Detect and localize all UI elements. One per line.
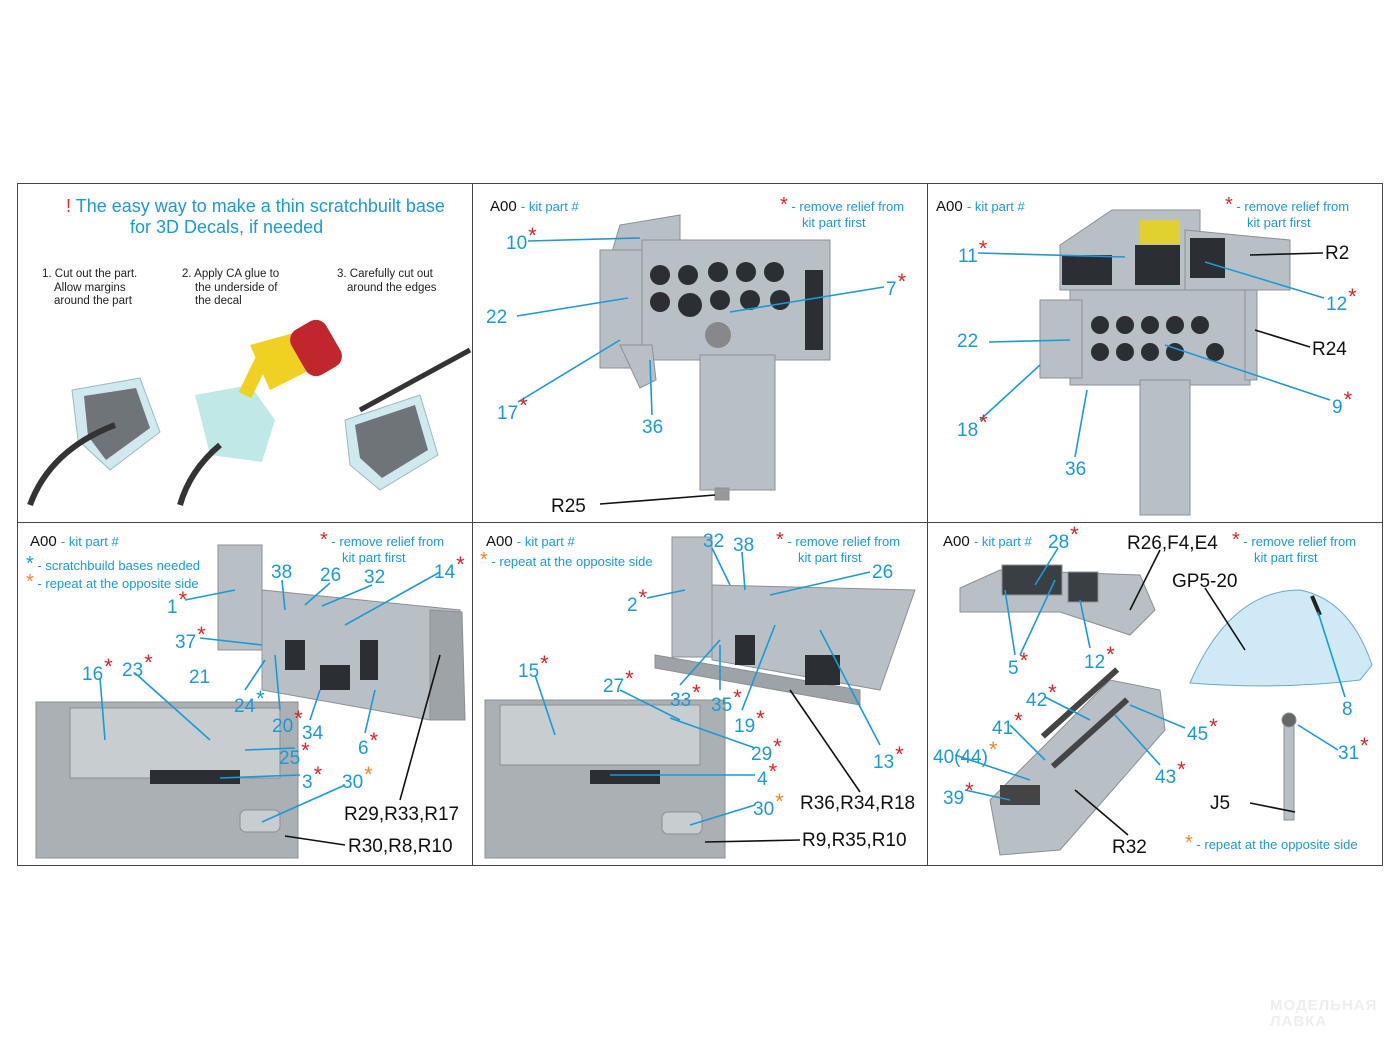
callout-23: 23 [122,658,153,680]
callout-R36-R34-R18: R36,R34,R18 [800,793,916,814]
repeat-legend: * - repeat at the opposite side [1185,832,1358,854]
callout-7: 7 [886,277,906,299]
callout-R26-F4-E4: R26,F4,E4 [1127,533,1218,554]
callout-9: 9 [1332,395,1352,417]
callout-35: 35 [711,693,742,715]
callout-33: 33 [670,688,701,710]
kit-part-legend: A00 - kit part # [936,198,1025,215]
callout-16: 16 [82,662,113,684]
callout-R9-R35-R10: R9,R35,R10 [802,830,907,851]
callout-19: 19 [734,714,765,736]
gunsight-glass [1189,589,1373,687]
callout-11: 11 [958,244,987,266]
step2-illustration [177,319,342,506]
callout-1: 1 [167,595,187,617]
callout-38: 38 [733,535,755,556]
callout-21: 21 [189,667,211,688]
callout-17: 17 [497,401,528,423]
divider [927,183,928,866]
callout-31: 31 [1338,741,1369,763]
callout-36: 36 [1065,459,1087,480]
callout-38: 38 [271,562,293,583]
callout-6: 6 [358,736,378,758]
callout-22: 22 [957,331,979,352]
callout-14: 14 [434,560,465,582]
callout-3: 3 [302,770,322,792]
kit-part-legend: A00 - kit part # [490,198,579,215]
leader-lines-blue [99,237,1346,826]
callout-37: 37 [175,630,206,652]
callout-13: 13 [873,750,904,772]
callout-12: 12 [1326,292,1357,314]
callout-24: 24 [234,694,265,716]
kit-part-legend: A00 - kit part # [486,533,575,550]
control-stick [1281,712,1297,821]
callout-30: 30 [342,770,373,792]
callout-29: 29 [751,742,782,764]
callout-27: 27 [603,674,634,696]
repeat-legend: * - repeat at the opposite side [26,571,199,593]
callout-5: 5 [1008,656,1028,678]
callout-42: 42 [1026,688,1057,710]
leader-lines-black [284,252,1324,846]
callout-R29-R33-R17: R29,R33,R17 [344,804,460,825]
scratchbuild-legend: * - scratchbuild bases needed [26,553,201,575]
callout-18: 18 [957,418,988,440]
callout-J5: J5 [1210,793,1231,814]
callout-39: 39 [943,786,974,808]
callout-R25: R25 [551,496,586,517]
callout-40-44: 40(44) [933,745,997,767]
scratchbuild-title-line2: for 3D Decals, if needed [130,217,324,237]
instrument-dials [650,262,823,350]
step1-illustration [27,377,161,507]
divider [17,522,1383,523]
callout-22: 22 [486,307,508,328]
callout-R32: R32 [1112,837,1147,858]
callout-R24: R24 [1312,339,1347,360]
callout-43: 43 [1155,765,1186,787]
callout-41: 41 [992,716,1023,738]
step3-illustration [344,347,472,491]
repeat-legend: * - repeat at the opposite side [480,549,653,571]
divider [472,183,473,866]
kit-part-legend: A00 - kit part # [30,533,119,550]
glareshield [959,564,1156,636]
callout-32: 32 [703,531,725,552]
callout-12: 12 [1084,650,1115,672]
callout-26: 26 [872,562,894,583]
scratchbuild-title: ! The easy way to make a thin scratchbui… [66,196,445,216]
callout-4: 4 [757,767,777,789]
dashboard-part-a [599,214,831,501]
callout-28: 28 [1048,530,1079,552]
callout-8: 8 [1342,699,1353,720]
callout-2: 2 [627,593,647,615]
callout-32: 32 [364,567,386,588]
callout-36: 36 [642,417,664,438]
callout-20: 20 [272,714,303,736]
callout-15: 15 [518,659,549,681]
callout-25: 25 [279,746,310,768]
callout-GP5-20: GP5-20 [1172,571,1238,592]
kit-part-legend: A00 - kit part # [943,533,1032,550]
instruction-frame [17,183,1383,866]
callout-R30-R8-R10: R30,R8,R10 [348,836,453,857]
callout-10: 10 [506,231,537,253]
callout-45: 45 [1187,722,1218,744]
callout-R2: R2 [1325,243,1350,264]
callout-30: 30 [753,797,784,819]
callout-26: 26 [320,565,342,586]
